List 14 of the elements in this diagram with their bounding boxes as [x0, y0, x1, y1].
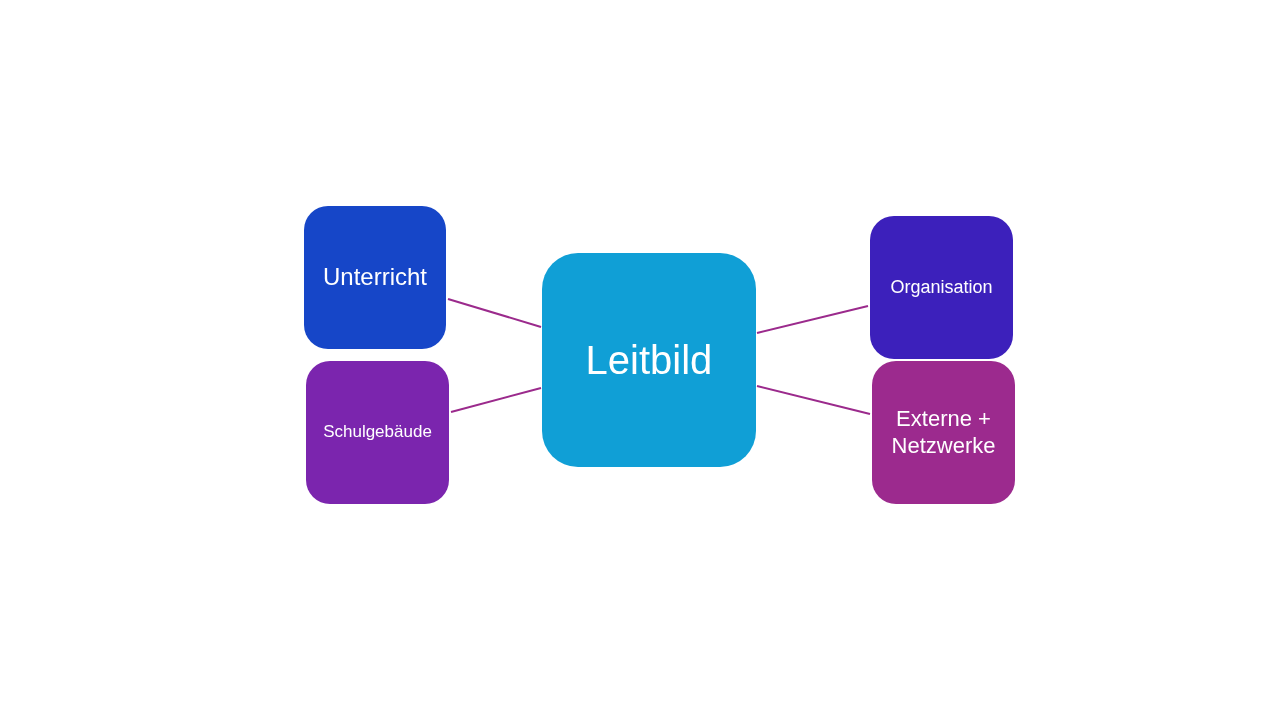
- node-label: Schulgebäude: [323, 422, 432, 443]
- rounded-box: [872, 361, 1015, 504]
- connector-line: [447, 298, 542, 328]
- rounded-box: [306, 361, 449, 504]
- rounded-box: [304, 206, 446, 349]
- node-label: Leitbild: [585, 337, 713, 384]
- node-label: Organisation: [890, 276, 993, 299]
- connector-line: [450, 387, 542, 413]
- rounded-box: [870, 216, 1013, 359]
- rounded-box: [542, 253, 756, 467]
- connector-line: [756, 385, 871, 415]
- node-label: Unterricht: [323, 263, 427, 292]
- node-label: Externe + Netzwerke: [890, 406, 997, 459]
- connector-line: [756, 305, 869, 334]
